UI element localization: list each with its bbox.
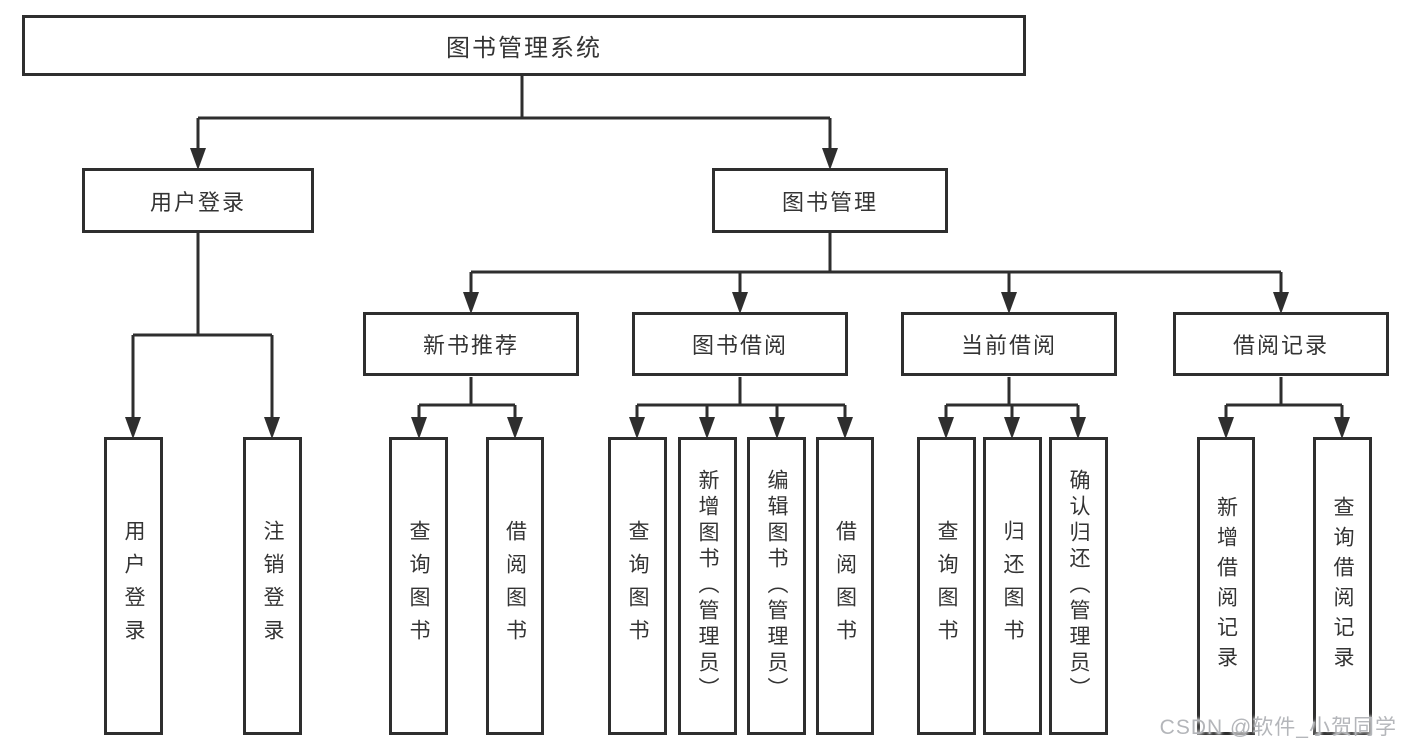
node-label: 注销登录	[261, 520, 284, 652]
csdn-watermark: CSDN @软件_小贺同学	[1159, 716, 1397, 739]
node-borrowing-records: 借阅记录	[1173, 312, 1389, 376]
node-leaf-query-books-recommend: 查询图书	[389, 437, 448, 735]
node-label: 借阅记录	[1232, 333, 1329, 358]
node-label: 图书管理	[781, 189, 878, 215]
node-leaf-query-borrow-record: 查询借阅记录	[1313, 437, 1372, 735]
node-leaf-add-borrow-record: 新增借阅记录	[1197, 437, 1255, 735]
node-leaf-borrow-books-borrowing: 借阅图书	[816, 437, 874, 735]
node-user-login: 用户登录	[82, 168, 314, 233]
node-current-borrowing: 当前借阅	[901, 312, 1117, 376]
node-label: 图书管理系统	[446, 35, 602, 62]
node-label: 新增借阅记录	[1214, 496, 1238, 676]
node-label: 查询借阅记录	[1331, 496, 1354, 676]
node-label: 查询图书	[626, 520, 649, 652]
node-label: 确认归还（管理员）	[1067, 469, 1090, 703]
node-label: 新增图书（管理员）	[696, 469, 719, 703]
node-label: 用户登录	[149, 189, 246, 215]
node-label: 查询图书	[935, 520, 958, 652]
node-leaf-logout: 注销登录	[243, 437, 302, 735]
node-book-management: 图书管理	[712, 168, 948, 233]
node-leaf-query-books-current: 查询图书	[917, 437, 976, 735]
node-leaf-add-books-admin: 新增图书（管理员）	[678, 437, 737, 735]
node-book-borrowing: 图书借阅	[632, 312, 848, 376]
node-leaf-query-books-borrowing: 查询图书	[608, 437, 667, 735]
node-label: 编辑图书（管理员）	[765, 469, 788, 703]
node-label: 归还图书	[1001, 520, 1024, 652]
node-label: 新书推荐	[422, 333, 519, 358]
node-leaf-user-login: 用户登录	[104, 437, 163, 735]
node-label: 查询图书	[407, 520, 430, 652]
node-label: 借阅图书	[503, 520, 527, 652]
node-leaf-edit-books-admin: 编辑图书（管理员）	[747, 437, 806, 735]
node-label: 用户登录	[122, 520, 145, 652]
node-leaf-confirm-return-admin: 确认归还（管理员）	[1049, 437, 1108, 735]
node-label: 图书借阅	[691, 333, 788, 358]
node-leaf-return-books: 归还图书	[983, 437, 1042, 735]
connector-paths	[131, 76, 1344, 421]
node-library-management-system: 图书管理系统	[22, 15, 1026, 76]
node-label: 借阅图书	[833, 520, 857, 652]
arrowheads	[125, 148, 1350, 439]
node-new-book-recommend: 新书推荐	[363, 312, 579, 376]
node-label: 当前借阅	[960, 333, 1057, 358]
node-leaf-borrow-books-recommend: 借阅图书	[486, 437, 544, 735]
